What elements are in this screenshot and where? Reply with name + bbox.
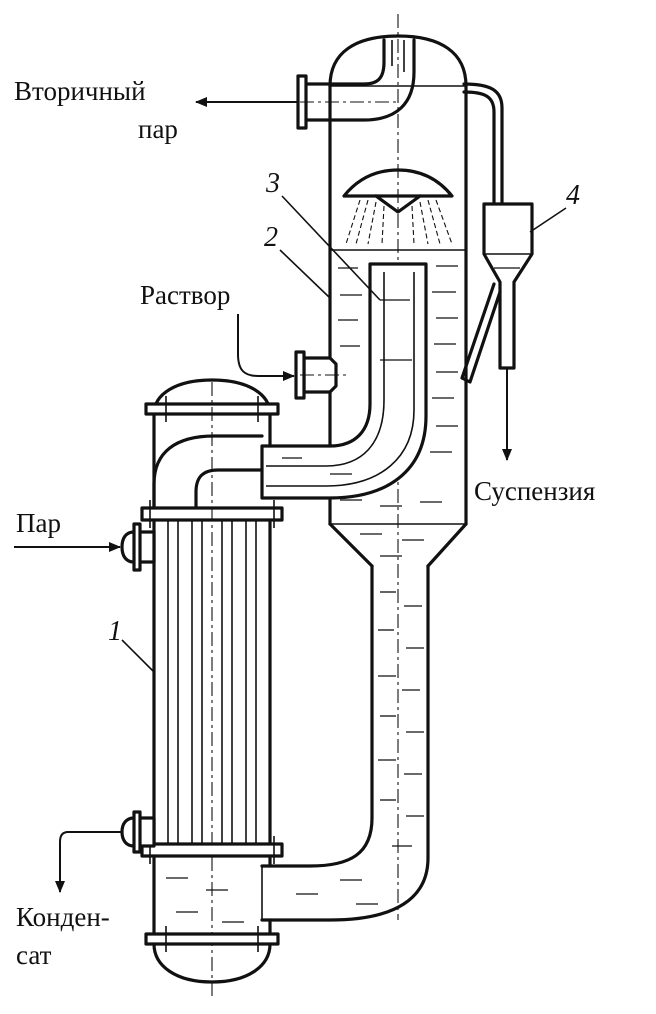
condensate-out-arrow [55, 831, 122, 893]
label-number-3: 3 [265, 168, 280, 199]
hydraulic-seal [460, 82, 534, 384]
separator-liquid [338, 265, 458, 557]
label-condensate-line2: сат [16, 940, 52, 970]
label-suspension: Суспензия [474, 476, 595, 506]
label-number-1: 1 [108, 616, 122, 647]
leader-lines [121, 195, 567, 673]
solution-inlet-nozzle [294, 350, 346, 400]
spray-deflector [342, 168, 454, 245]
label-condensate-line1: Конден- [16, 902, 110, 932]
downcomer-pipe [260, 564, 430, 922]
downcomer-liquid [296, 591, 424, 905]
label-steam: Пар [16, 508, 61, 538]
label-number-4: 4 [566, 180, 580, 211]
label-solution: Раствор [140, 280, 230, 310]
heater [140, 378, 284, 1000]
flow-arrows [14, 97, 512, 893]
condensate-outlet-nozzle [120, 810, 156, 854]
steam-inlet-nozzle [120, 522, 156, 572]
label-number-2: 2 [264, 222, 278, 253]
label-secondary-vapor-line2: пар [138, 114, 178, 144]
vapor-outlet-pipe [200, 38, 416, 130]
label-secondary-vapor-line1: Вторичный [14, 76, 146, 106]
solution-in-arrow [237, 314, 295, 381]
circulation-pipe [260, 262, 428, 500]
